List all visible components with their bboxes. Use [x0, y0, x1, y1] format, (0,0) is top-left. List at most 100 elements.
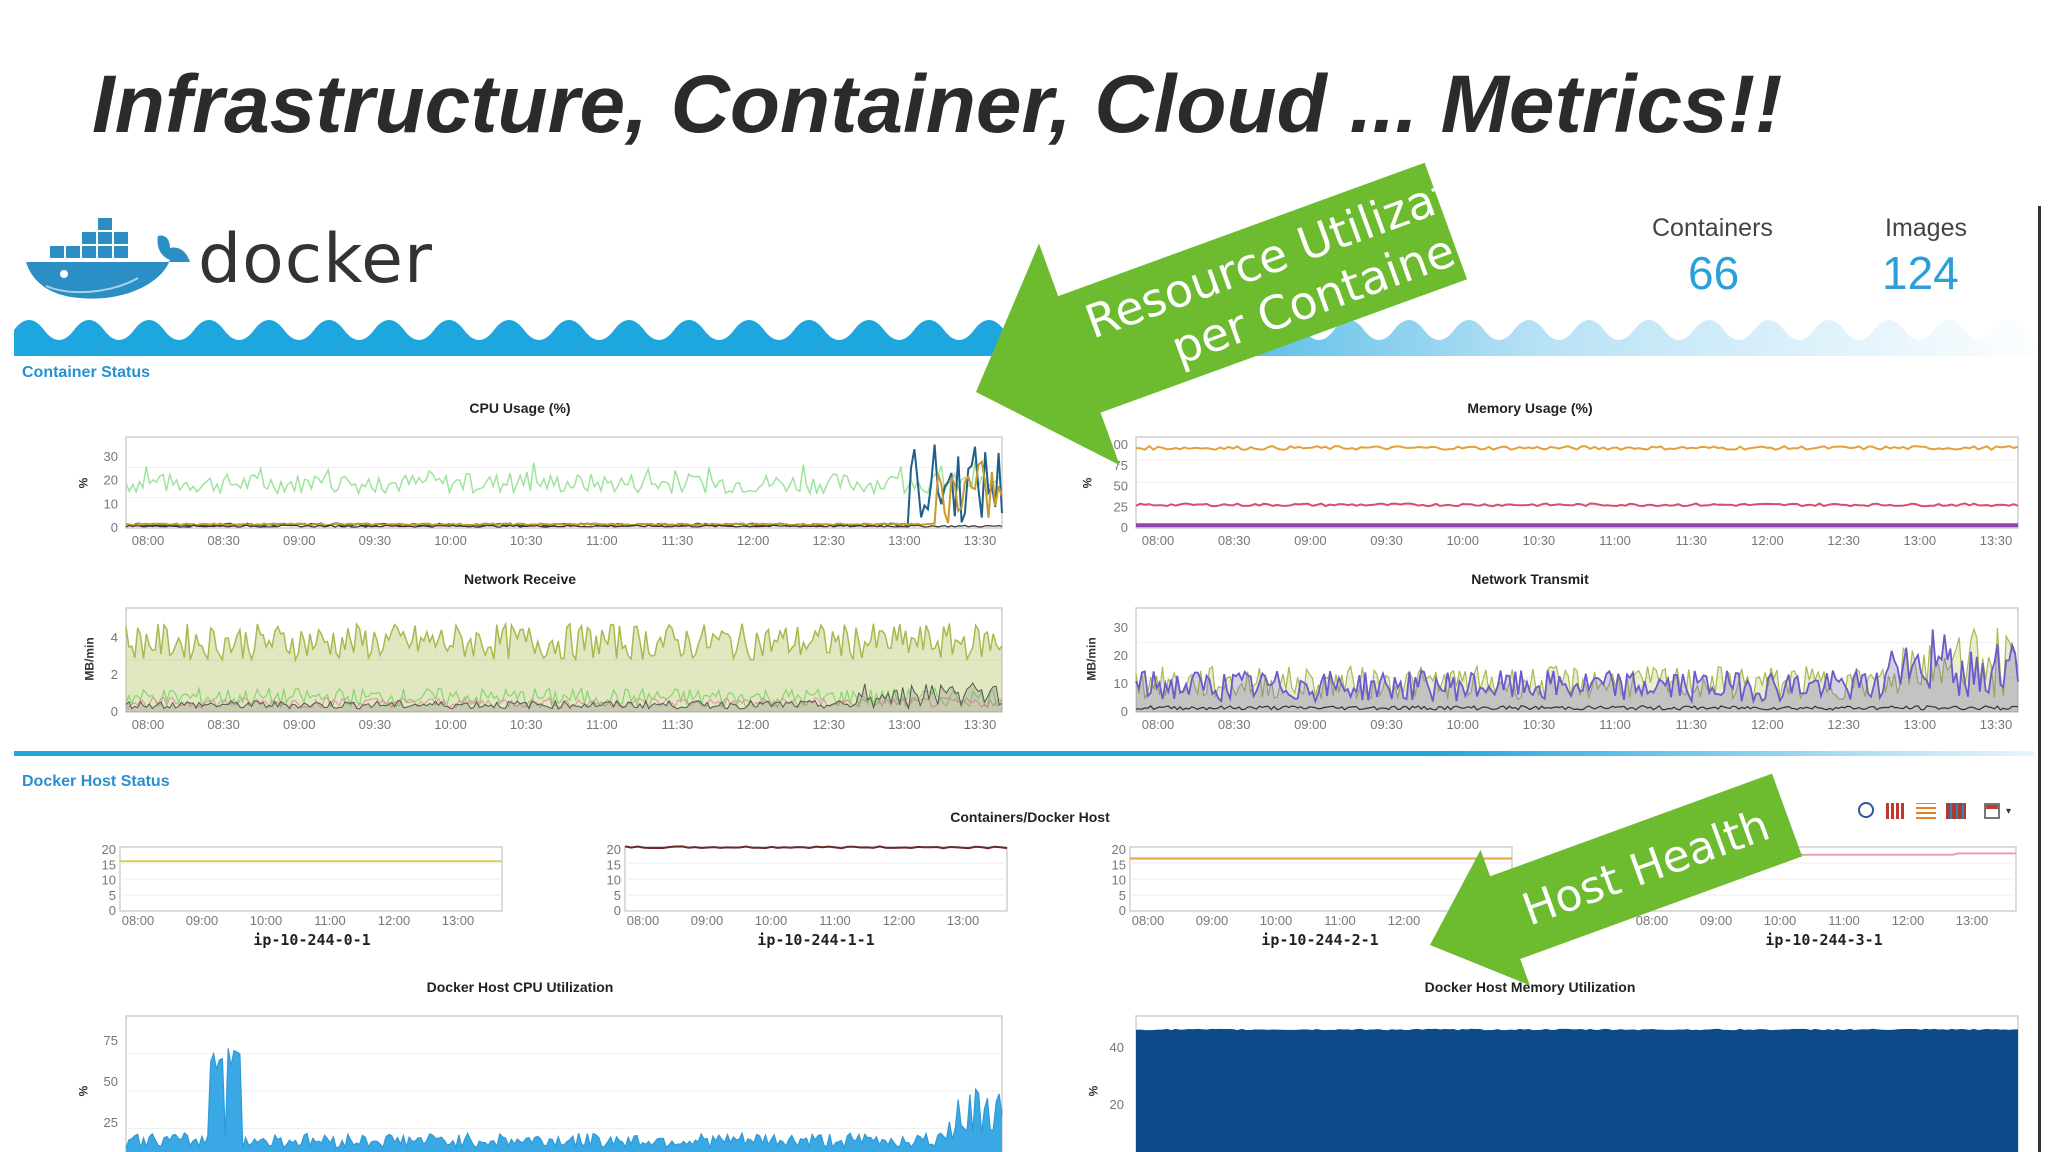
host-3-x-tick: 09:00	[1700, 913, 1733, 928]
cpu-usage-ytick: 30	[104, 449, 118, 464]
host-0-ytick: 15	[102, 857, 116, 872]
cpu-series-green	[125, 460, 1003, 496]
export-icon[interactable]	[1984, 803, 2000, 819]
memory-usage-x-tick: 13:00	[1904, 533, 1937, 548]
host-2-x-tick: 11:00	[1324, 913, 1356, 928]
host-1-ytick: 5	[614, 888, 621, 903]
host-cpu-ytick: 50	[104, 1074, 118, 1089]
memory-usage-x-tick: 09:30	[1370, 533, 1403, 548]
cpu-usage-x-tick: 11:30	[662, 533, 694, 548]
network-transmit-x-tick: 12:00	[1751, 717, 1784, 732]
network-transmit-ytick: 0	[1121, 704, 1128, 719]
host-label-0: ip-10-244-0-1	[253, 931, 371, 949]
host-2-x-tick: 09:00	[1196, 913, 1229, 928]
network-transmit-x-tick: 13:30	[1980, 717, 2013, 732]
host-0-ytick: 10	[102, 873, 116, 888]
host-3-x-tick: 12:00	[1892, 913, 1925, 928]
network-transmit-x-tick: 08:30	[1218, 717, 1251, 732]
host-label-2: ip-10-244-2-1	[1261, 931, 1379, 949]
host-0-x-tick: 13:00	[442, 913, 475, 928]
host-3-ytick: 0	[1623, 903, 1630, 918]
docker-logo-text: docker	[198, 220, 433, 299]
network-receive-x-tick: 08:30	[207, 717, 240, 732]
network-transmit-ytick: 20	[1114, 648, 1128, 663]
memory-usage-x-tick: 08:00	[1142, 533, 1175, 548]
host-0-ytick: 5	[109, 888, 116, 903]
network-receive-x-tick: 10:00	[434, 717, 467, 732]
network-transmit-ytick: 10	[1114, 676, 1128, 691]
host-memory-ytick: 40	[1110, 1040, 1124, 1055]
host-1-x-tick: 11:00	[819, 913, 851, 928]
host-3-ytick: 15	[1616, 857, 1630, 872]
clock-icon[interactable]	[1858, 802, 1874, 818]
cpu-usage-title: CPU Usage (%)	[469, 400, 571, 416]
memory-series-red	[1135, 502, 2019, 508]
memory-usage-x-tick: 10:00	[1446, 533, 1479, 548]
host-1-x-tick: 08:00	[627, 913, 660, 928]
transmit-series-olive	[1135, 627, 2019, 701]
network-receive-x-tick: 08:00	[132, 717, 165, 732]
receive-series-olive	[125, 621, 1003, 663]
host-cpu-series-area	[126, 1048, 1002, 1152]
cpu-usage-ytick: 0	[111, 520, 118, 535]
memory-usage-ytick: 0	[1121, 520, 1128, 535]
cpu-series-gold	[125, 459, 1003, 527]
host-0-x-tick: 12:00	[378, 913, 411, 928]
transmit-series-dark	[1135, 704, 2019, 711]
host-1-x-tick: 13:00	[947, 913, 980, 928]
host-1-x-tick: 10:00	[755, 913, 788, 928]
host-1-ytick: 10	[607, 873, 621, 888]
memory-usage-x-tick: 11:30	[1675, 533, 1707, 548]
network-transmit-title: Network Transmit	[1471, 571, 1589, 587]
host-2-x-tick: 12:00	[1388, 913, 1421, 928]
network-transmit-ytick: 30	[1114, 620, 1128, 635]
network-receive-x-tick: 13:30	[964, 717, 997, 732]
host-cpu-ylabel: %	[76, 1085, 91, 1097]
network-receive-x-tick: 11:00	[586, 717, 618, 732]
transmit-series-purple-area	[1136, 629, 2018, 712]
host-cpu-series	[125, 1048, 1003, 1151]
host-3-ytick: 5	[1623, 888, 1630, 903]
memory-usage-x-tick: 13:30	[1980, 533, 2013, 548]
network-receive-ytick: 2	[111, 667, 118, 682]
cpu-usage-x-tick: 10:00	[434, 533, 467, 548]
host-2-ytick: 20	[1112, 842, 1126, 857]
host-2-x-tick: 08:00	[1132, 913, 1165, 928]
host-3-x-tick: 08:00	[1636, 913, 1669, 928]
network-receive-ytick: 4	[111, 630, 118, 645]
host-memory-series	[1135, 1028, 2019, 1032]
memory-usage-ytick: 100	[1106, 437, 1128, 452]
slide-title: Infrastructure, Container, Cloud ... Met…	[92, 59, 1783, 150]
cpu-usage-x-tick: 08:30	[207, 533, 240, 548]
network-receive-title: Network Receive	[463, 571, 577, 587]
host-3-ytick: 10	[1616, 873, 1630, 888]
host-2-ytick: 5	[1119, 888, 1126, 903]
chevron-down-icon[interactable]: ▾	[2006, 806, 2012, 817]
memory-usage-ytick: 50	[1114, 479, 1128, 494]
memory-usage-x-tick: 09:00	[1294, 533, 1327, 548]
settings-sliders-icon[interactable]	[1916, 803, 1936, 819]
memory-usage-ytick: 25	[1114, 499, 1128, 514]
network-transmit-x-tick: 11:30	[1675, 717, 1707, 732]
host-3-x-tick: 10:00	[1764, 913, 1797, 928]
memory-usage-x-tick: 11:00	[1599, 533, 1631, 548]
network-transmit-x-tick: 12:30	[1827, 717, 1860, 732]
chart-toolbar: ▾	[1858, 800, 2028, 824]
host-memory-ylabel: %	[1086, 1085, 1101, 1097]
container-status-heading: Container Status	[22, 364, 151, 381]
receive-series-green	[125, 686, 1003, 708]
host-cpu-ytick: 25	[104, 1115, 118, 1130]
grid-chart-icon[interactable]	[1946, 803, 1966, 819]
host-2-x-tick: 10:00	[1260, 913, 1293, 928]
transmit-series-olive-area	[1136, 628, 2018, 712]
cpu-series-dark	[125, 524, 1003, 528]
cpu-usage-x-tick: 12:30	[812, 533, 845, 548]
bar-chart-icon[interactable]	[1886, 803, 1906, 819]
memory-usage-ytick: 75	[1114, 458, 1128, 473]
host-0-x-tick: 11:00	[314, 913, 346, 928]
cpu-usage-x-tick: 12:00	[737, 533, 770, 548]
network-receive-x-tick: 09:00	[283, 717, 316, 732]
host-memory-ytick: 20	[1110, 1097, 1124, 1112]
host-1-series	[624, 845, 1008, 850]
